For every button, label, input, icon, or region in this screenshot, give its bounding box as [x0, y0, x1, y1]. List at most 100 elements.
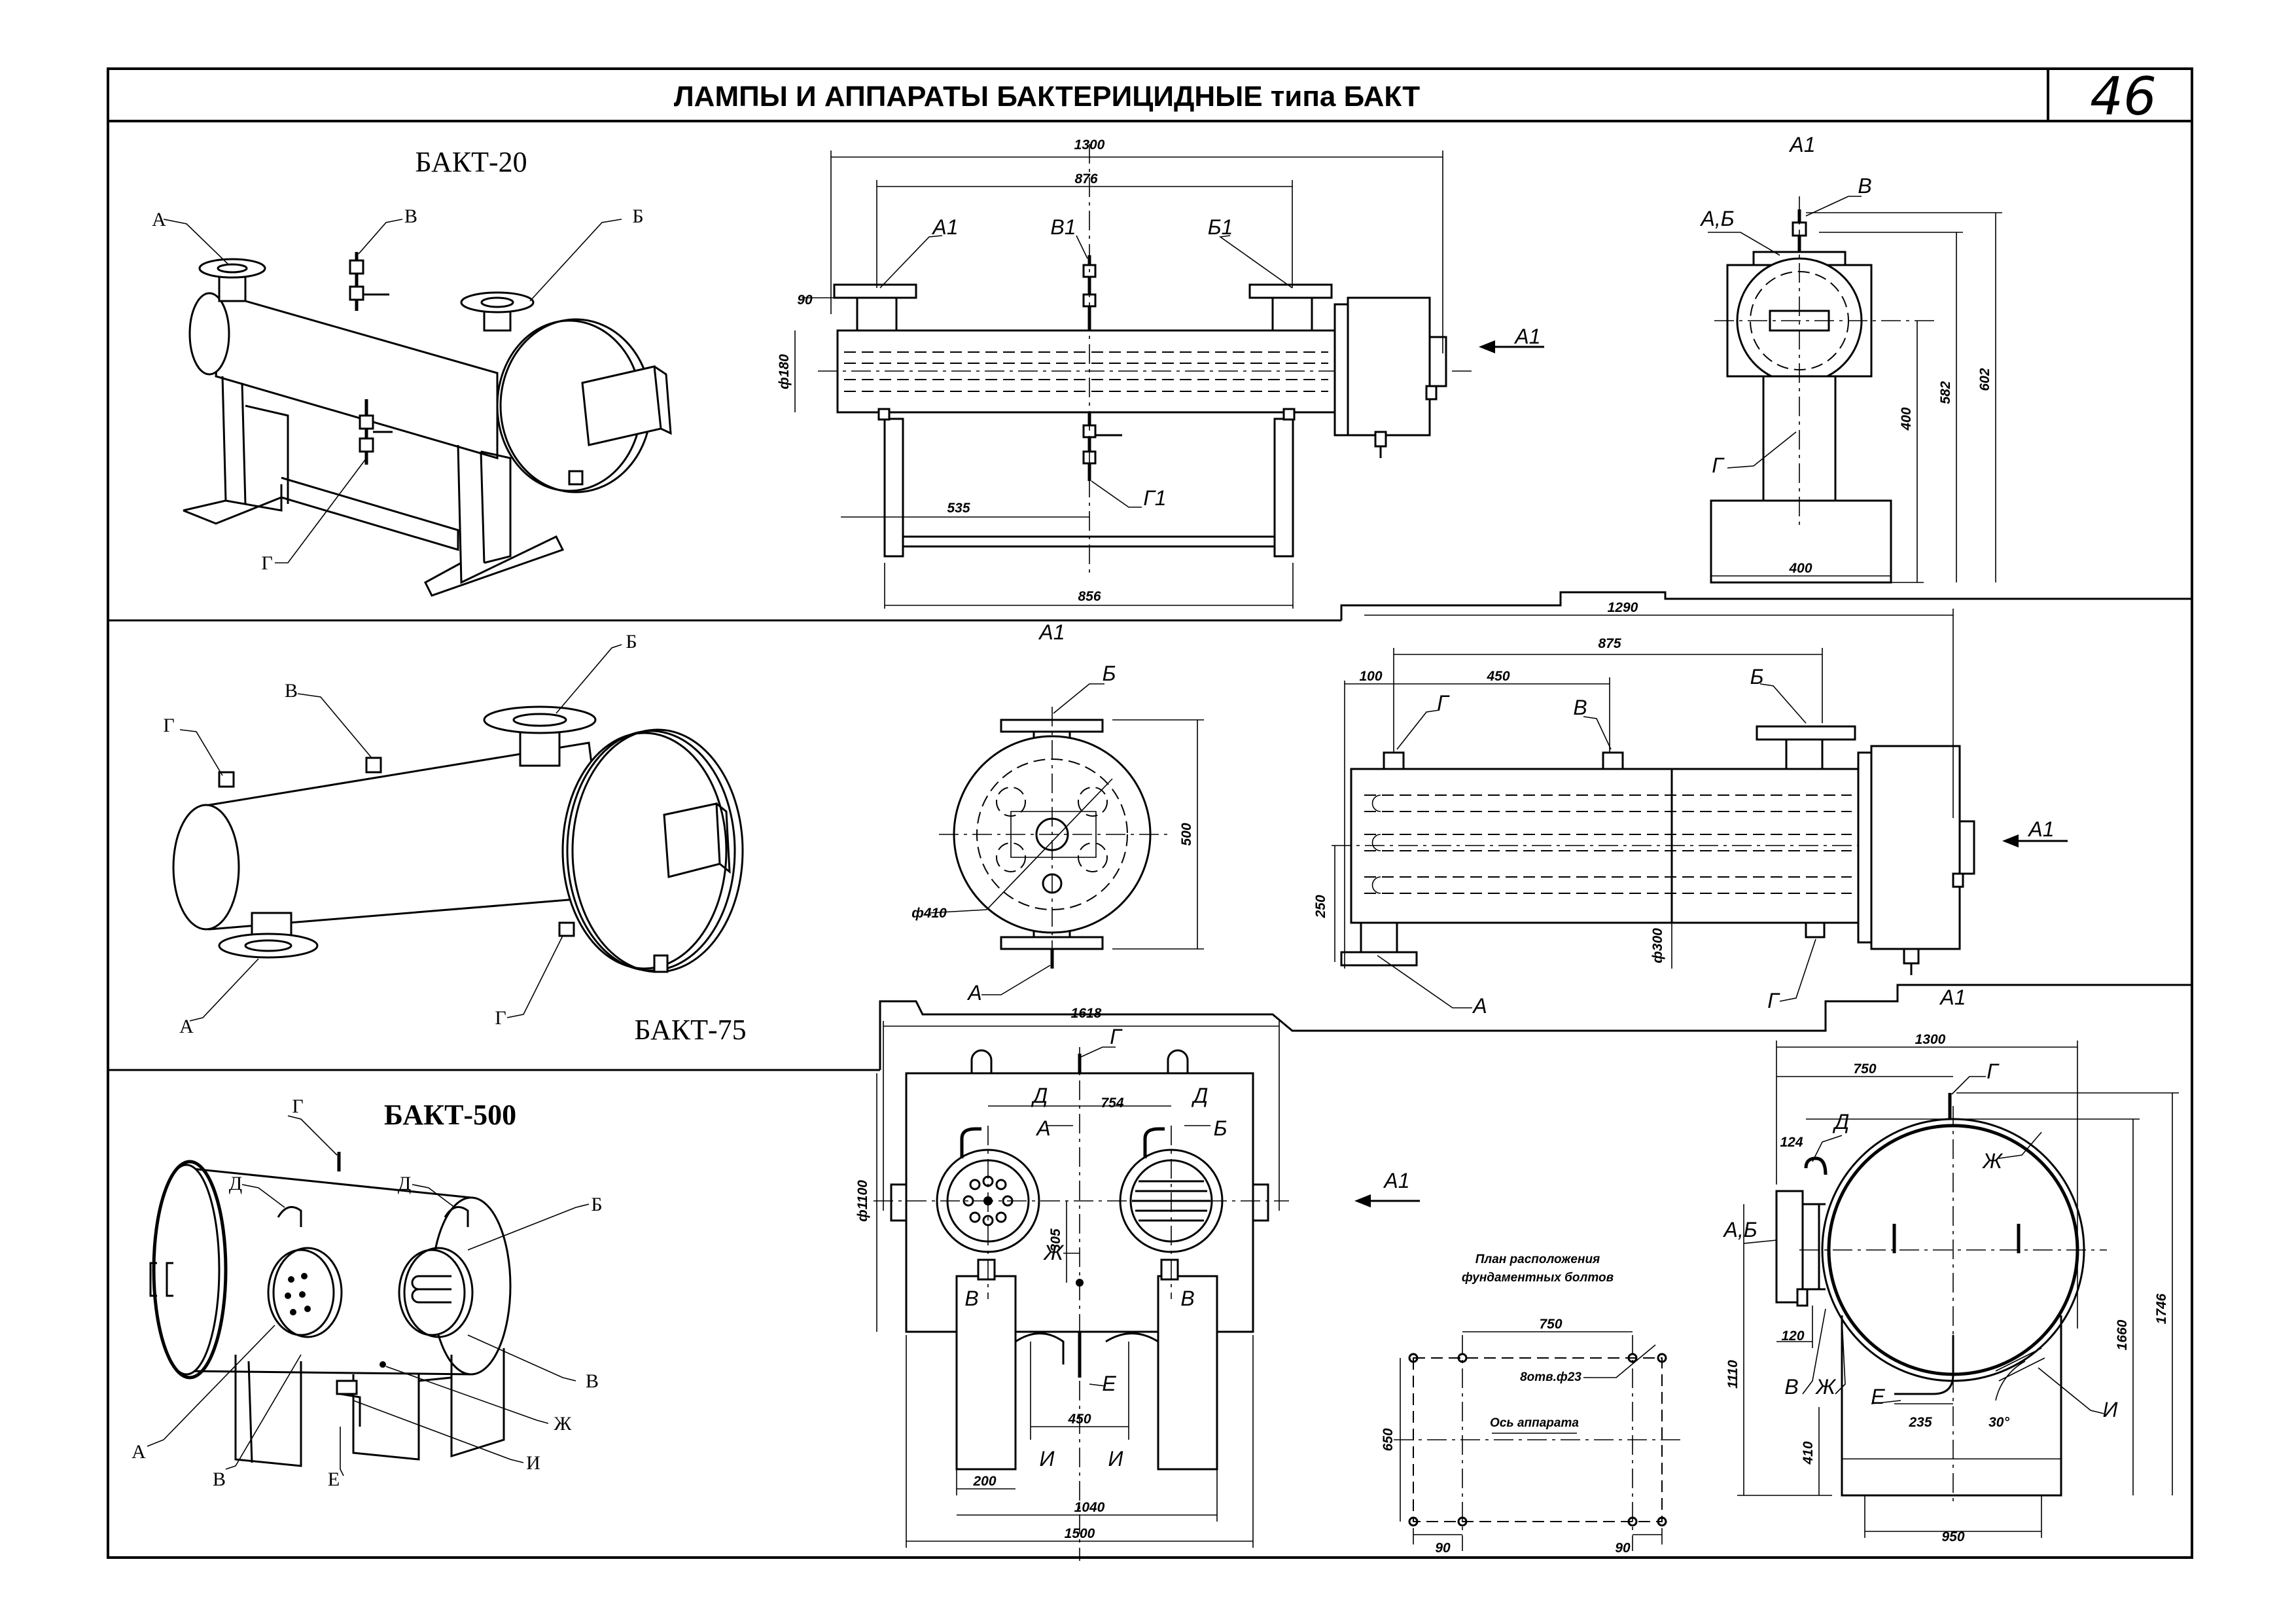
bakt20-dim-876: 876 — [1074, 171, 1097, 187]
bakt20-iso-label-g: Г — [261, 552, 272, 574]
bakt500-iso-label-v-right: В — [586, 1370, 599, 1392]
bakt20-side-dim-582: 582 — [1938, 381, 1953, 404]
bakt20-label-a1: А1 — [931, 215, 958, 239]
bakt20-iso-view: БАКТ-20 — [163, 146, 672, 597]
bakt500-iso-label-g: Г — [292, 1096, 303, 1117]
bakt500-side-label-d: Д — [1833, 1110, 1850, 1133]
bakt20-dim-180: ф180 — [777, 354, 792, 389]
bakt75-dim-450: 450 — [1486, 669, 1510, 684]
bakt500-label-i-left: И — [1040, 1447, 1055, 1471]
bakt500-iso-label-e: Е — [328, 1469, 340, 1490]
bakt20-side-label-v: В — [1858, 174, 1871, 198]
foundation-dim-750: 750 — [1539, 1317, 1562, 1332]
bakt500-side-dim-235: 235 — [1908, 1415, 1932, 1430]
bakt75-dim-250: 250 — [1313, 895, 1328, 918]
bakt20-title: БАКТ-20 — [415, 146, 527, 178]
bakt500-side-dim-120: 120 — [1781, 1329, 1804, 1344]
bakt500-side-title: А1 — [1939, 986, 1966, 1009]
bakt20-label-g1: Г1 — [1143, 486, 1166, 510]
bakt500-dim-305: 305 — [1048, 1228, 1063, 1251]
bakt500-dim-754: 754 — [1101, 1096, 1123, 1111]
bakt75-dim-1290: 1290 — [1608, 600, 1638, 615]
bakt500-dim-1040: 1040 — [1074, 1500, 1105, 1515]
bakt20-side-dim-400h: 400 — [1899, 407, 1914, 431]
bakt500-label-a: А — [1035, 1116, 1050, 1140]
bakt20-side-dim-400w: 400 — [1788, 561, 1812, 576]
bakt500-iso-label-i: И — [526, 1452, 540, 1474]
page-number: 46 — [2090, 66, 2157, 127]
sheet-title: ЛАМПЫ И АППАРАТЫ БАКТЕРИЦИДНЫЕ типа БАКТ — [674, 80, 1420, 113]
bakt500-side-label-ab: А,Б — [1722, 1218, 1757, 1241]
bakt20-label-v1: В1 — [1050, 215, 1076, 239]
bakt500-view-arrow-a1: А1 — [1383, 1169, 1409, 1192]
bakt75-end-title: А1 — [1038, 620, 1065, 644]
foundation-dim-650: 650 — [1381, 1428, 1396, 1451]
bakt500-side-dim-410: 410 — [1801, 1441, 1816, 1465]
bakt500-label-d-right: Д — [1192, 1084, 1209, 1107]
bakt500-dim-450: 450 — [1067, 1412, 1091, 1427]
bakt500-side-label-zh-top: Ж — [1981, 1149, 2003, 1173]
bakt75-end-dim-500: 500 — [1179, 823, 1194, 846]
bakt20-side-view — [1708, 196, 2002, 584]
bakt500-label-d-left: Д — [1031, 1084, 1048, 1107]
bakt20-dim-856: 856 — [1078, 589, 1101, 604]
bakt500-side-dim-30: 30° — [1988, 1415, 2009, 1430]
bakt75-end-view — [928, 683, 1204, 995]
bakt500-iso-label-zh: Ж — [554, 1413, 572, 1435]
foundation-dim-90-left: 90 — [1435, 1541, 1451, 1556]
bakt500-label-e: Е — [1102, 1372, 1116, 1395]
bakt500-label-zh: Ж — [1042, 1241, 1064, 1264]
bakt20-side-dim-602: 602 — [1977, 368, 1992, 391]
bakt75-iso-label-g-bottom: Г — [495, 1007, 506, 1029]
bakt500-title: БАКТ-500 — [384, 1099, 516, 1131]
bakt500-dim-1500: 1500 — [1065, 1526, 1095, 1541]
bakt75-dim-875: 875 — [1598, 636, 1621, 651]
bakt500-iso-label-a: А — [132, 1441, 146, 1463]
bakt500-side-view — [1737, 1041, 2179, 1538]
bakt75-iso-label-g-top: Г — [163, 715, 174, 736]
bakt500-label-g: Г — [1110, 1025, 1123, 1048]
bakt75-title: БАКТ-75 — [634, 1014, 746, 1046]
bakt500-iso-view — [147, 1115, 590, 1476]
bakt20-label-b1: Б1 — [1208, 215, 1233, 239]
bakt500-label-v-left: В — [964, 1287, 978, 1310]
bakt500-side-dim-950: 950 — [1941, 1529, 1964, 1544]
bakt500-foundation-plan — [1394, 1331, 1682, 1551]
bakt20-iso-label-a: А — [152, 209, 166, 230]
bakt75-end-label-b: Б — [1103, 662, 1116, 685]
bakt500-side-label-g: Г — [1987, 1060, 2000, 1083]
bakt20-dim-535: 535 — [947, 501, 970, 516]
bakt500-side-dim-1110: 1110 — [1725, 1360, 1740, 1389]
bakt75-front-view — [1332, 609, 2068, 1008]
bakt500-front-view — [874, 1021, 1420, 1561]
bakt20-side-title: А1 — [1788, 133, 1815, 156]
bakt500-dim-1100: ф1100 — [855, 1180, 870, 1222]
foundation-dim-90-right: 90 — [1615, 1541, 1631, 1556]
bakt500-iso-label-v-left: В — [213, 1469, 226, 1490]
bakt75-label-g-bottom: Г — [1767, 989, 1780, 1012]
bakt20-iso-label-v: В — [404, 205, 417, 227]
bakt75-label-b: Б — [1750, 665, 1764, 688]
bakt75-end-dim-410: ф410 — [911, 906, 947, 921]
bakt500-side-dim-1300: 1300 — [1915, 1032, 1946, 1047]
bakt75-label-g-top: Г — [1437, 691, 1450, 715]
bakt500-iso-label-b: Б — [591, 1194, 602, 1215]
sheet-frame — [107, 67, 2193, 1559]
foundation-title-line1: План расположения — [1475, 1253, 1600, 1266]
foundation-title-line2: фундаментных болтов — [1462, 1271, 1614, 1285]
bakt75-iso-view — [172, 644, 744, 1022]
bakt75-label-v: В — [1573, 696, 1587, 719]
bakt75-dim-100: 100 — [1359, 669, 1382, 684]
bakt75-dim-300: ф300 — [1650, 928, 1665, 963]
bakt500-side-label-e: Е — [1871, 1385, 1885, 1408]
foundation-bolt-note: 8отв.ф23 — [1520, 1370, 1581, 1384]
bakt75-label-a: А — [1472, 994, 1487, 1018]
bakt500-iso-label-d1: Д — [229, 1173, 242, 1194]
bakt20-view-arrow-a1: А1 — [1513, 325, 1540, 348]
bakt75-iso-label-a: А — [179, 1016, 194, 1037]
bakt500-side-label-zh-bottom: Ж — [1814, 1375, 1836, 1399]
bakt75-iso-label-v: В — [285, 680, 298, 702]
bakt20-side-label-ab: А,Б — [1699, 207, 1734, 230]
bakt500-side-label-v: В — [1784, 1375, 1798, 1399]
